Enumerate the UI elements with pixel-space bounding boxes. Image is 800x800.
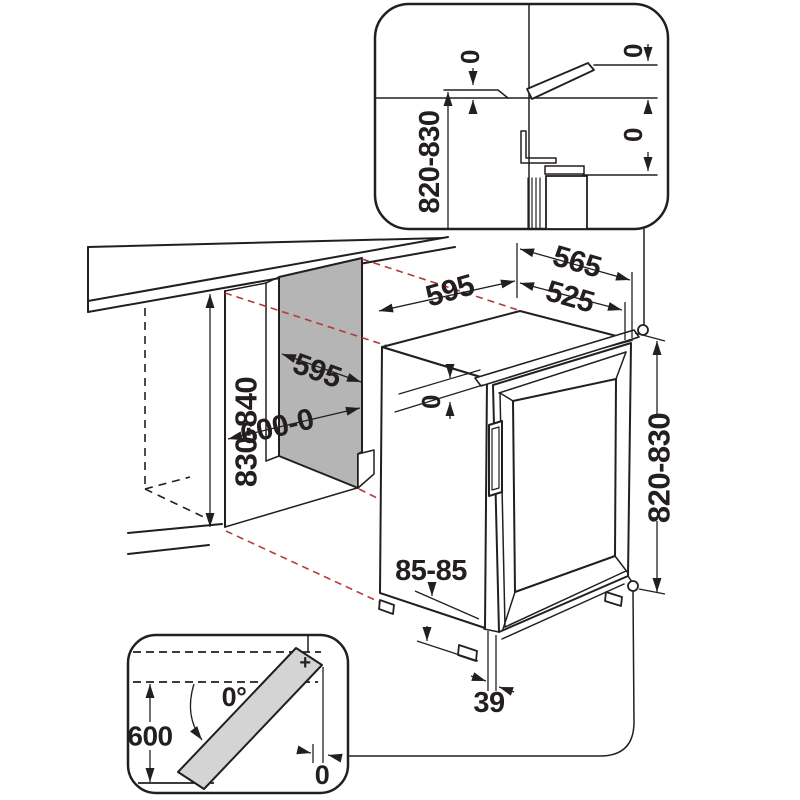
dim-0-extension-lines [312,667,324,763]
hidden-back-bottom-edge [144,476,191,490]
counter-bottom-edge [127,523,223,534]
callout-point-bottom [627,580,639,592]
appliance-top-trim-strip [474,329,640,387]
detail-hinge-flap [526,62,595,100]
detail-layer-lines [527,177,541,230]
hidden-bottom-edge [144,488,213,522]
door-clearance-label: 600 [127,721,172,752]
door-recessed-panel [512,378,617,593]
niche-plinth-step [357,449,375,489]
callout-point-top [637,324,649,336]
dim-door-thickness-left [470,672,487,682]
door-angle-inset: + 0° 600 0 [126,633,350,795]
detail-height-label: 820-830 [414,111,446,214]
dim-door-thickness-right [498,686,515,696]
detail-strip-line [443,89,509,99]
door-frame-bottom-line [504,570,627,628]
door-angle-label: 0° [222,682,247,712]
extension-lines [414,243,666,691]
detail-gap-upper-right-label: 0 [618,44,648,58]
detail-appliance-body [545,175,588,230]
niche-ceiling-edge [224,276,280,292]
door-inset-dashed-lines [133,651,321,683]
callout-line-bottom [347,590,635,757]
foot-front-left [457,644,478,662]
top-detail-inset: 820-830 0 0 0 [373,2,670,231]
door-pivot-mark: + [299,652,310,674]
worktop-front-bottom-edge [87,246,456,313]
door-frame-top-line [498,351,627,394]
dim-niche-width [227,406,361,441]
dim-appliance-width [378,279,516,313]
door-angle-arc [189,683,203,741]
foot-back-left [378,599,395,615]
top-clearance-ref-lines [394,369,484,413]
main-view-dimensions: 830-840 595 600-0 595 565 525 0 820-830 … [205,239,677,719]
detail-angle-bracket [520,130,557,164]
door-thickness-label: 39 [473,687,505,719]
open-door-panel [177,647,323,790]
dim-depth-525 [519,282,623,311]
detail-top-plate [544,165,585,175]
dim-0-right-arrow [327,753,343,763]
door-frame-bevels [499,351,629,630]
door-side-gap-label: 0 [315,760,330,790]
dim-niche-depth [281,353,362,383]
foot-front-right [604,591,623,607]
niche-floor-front-edge [224,487,358,528]
projection-bottom-front [225,530,389,607]
dim-depth-565 [519,248,631,281]
appliance-width-label: 595 [422,268,478,313]
feet-range-label: 85-85 [395,555,467,587]
dim-0-left-arrow [296,745,312,755]
top-clearance-label: 0 [416,395,446,409]
door-handle-inner [491,426,500,491]
detail-gap-left-label: 0 [455,50,485,64]
top-inset-border [373,2,670,231]
worktop-back-edge [87,237,444,248]
worktop-front-top-edge [87,236,449,302]
appliance-height-label: 820-830 [642,413,677,523]
projection-bottom-back [358,488,380,500]
counter-plinth-edge [127,544,210,555]
main-view-appliance [347,228,649,757]
niche-floor-back-edge [265,455,280,462]
detail-gap-lower-right-label: 0 [618,128,648,142]
door-inset-border [126,633,350,795]
